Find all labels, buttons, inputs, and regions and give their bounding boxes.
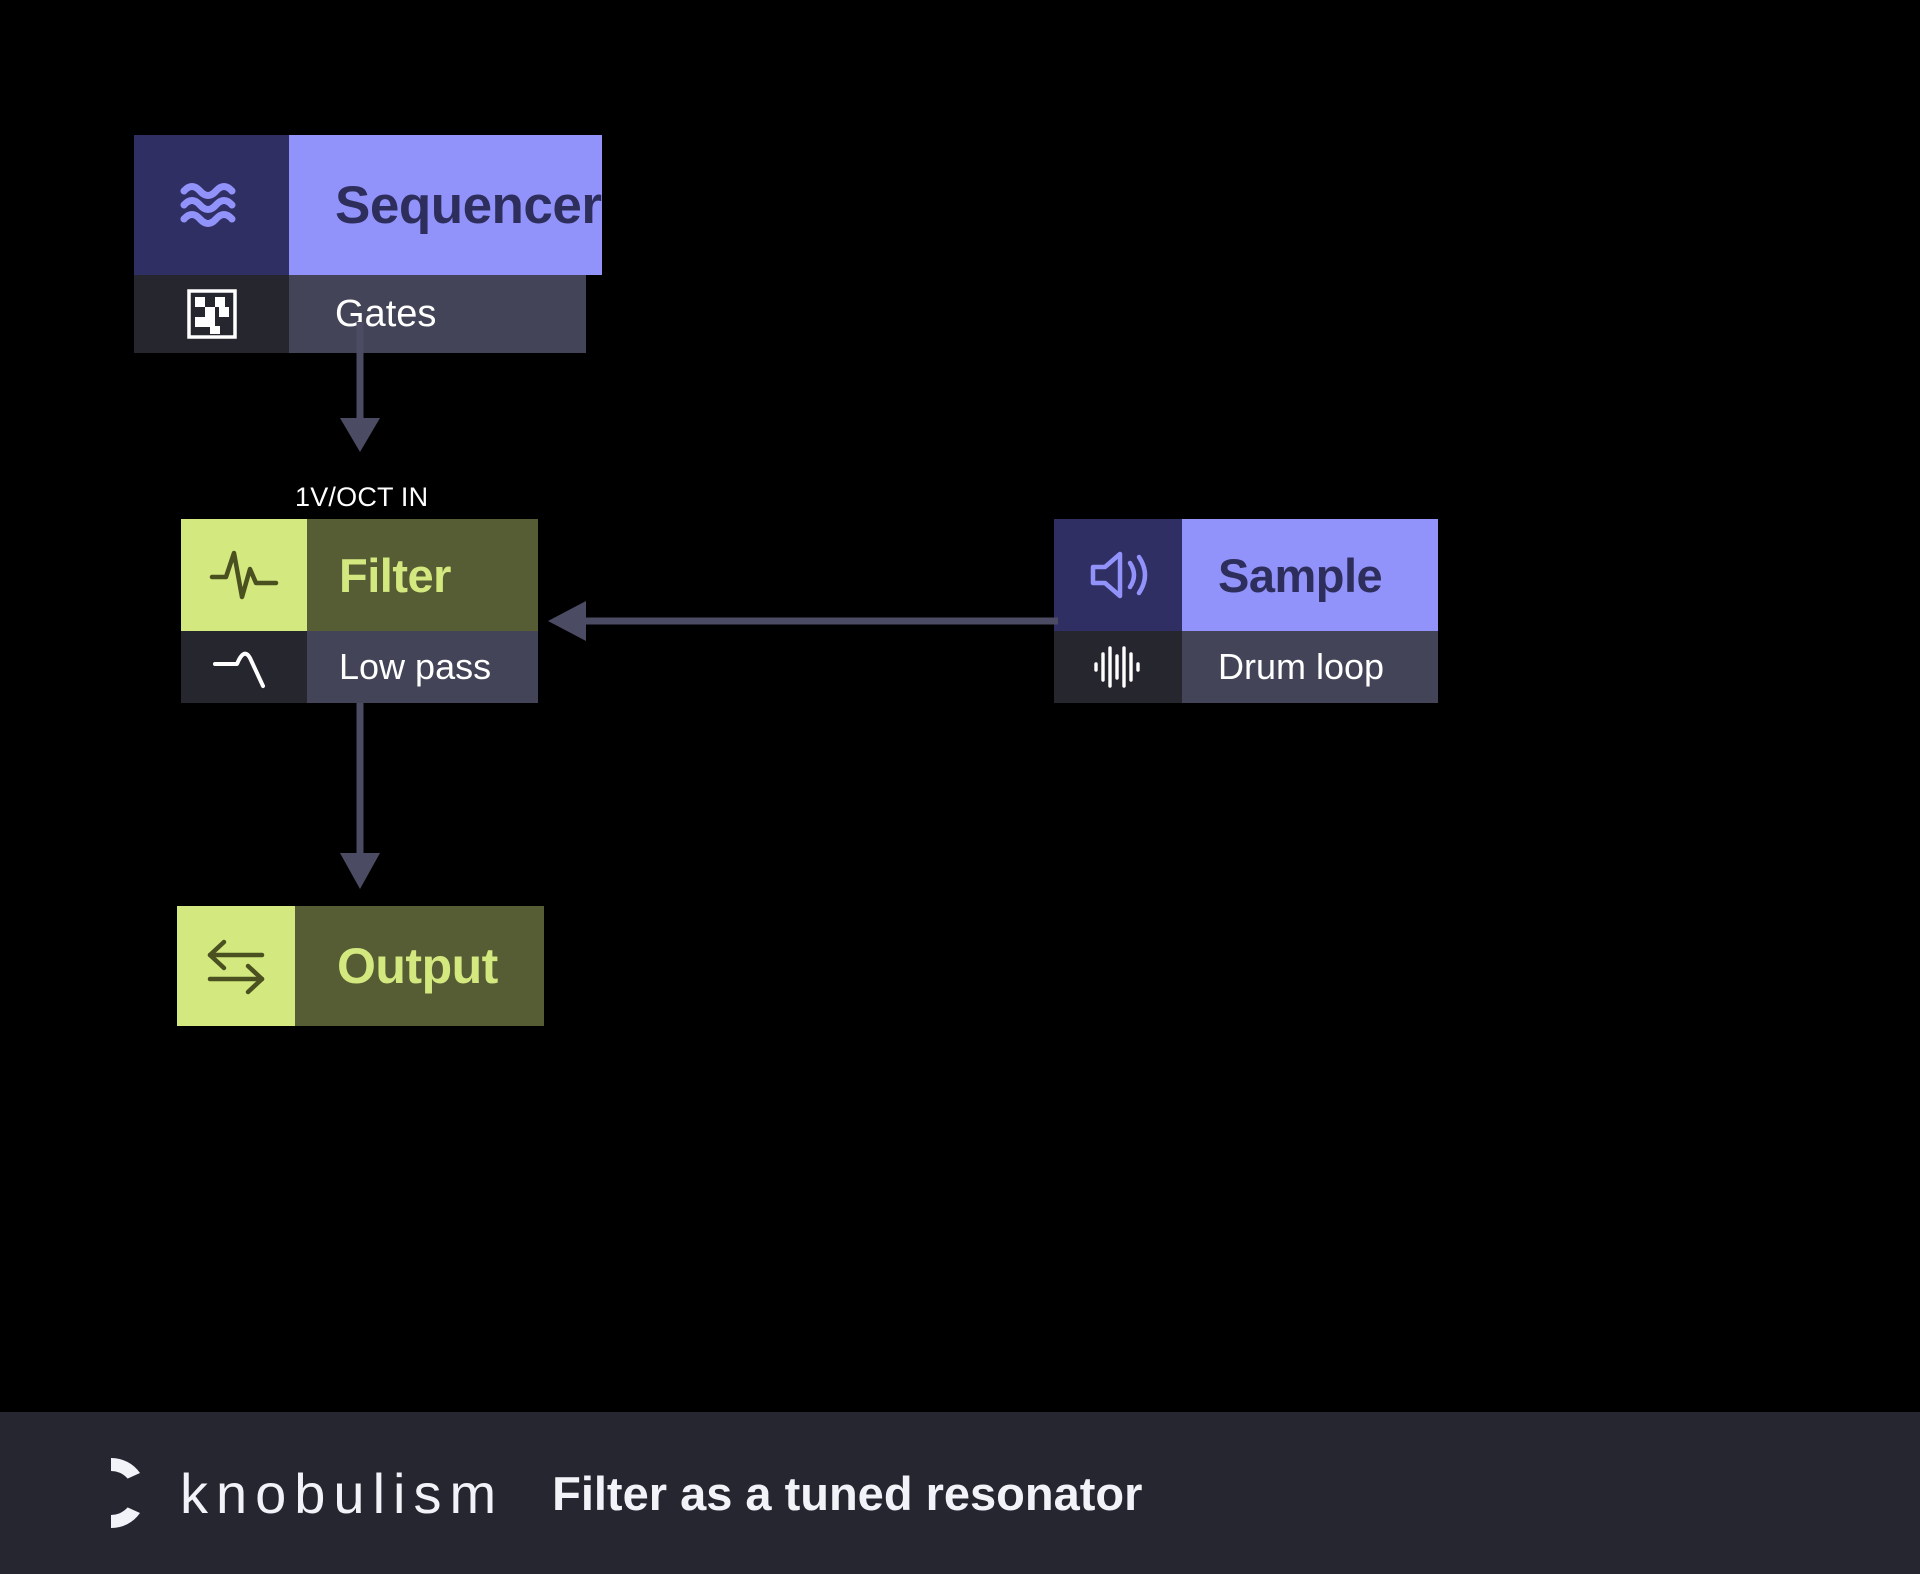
exchange-arrows-icon <box>177 906 295 1026</box>
node-sample-subtitle-row[interactable]: Drum loop <box>1054 631 1438 703</box>
node-sequencer-subtitle-row[interactable]: Gates <box>134 275 586 353</box>
node-sequencer-title: Sequencer <box>335 175 602 235</box>
connector-sequencer-to-filter <box>340 322 380 452</box>
knob-logo-icon <box>68 1450 154 1536</box>
node-sample-title: Sample <box>1218 548 1383 602</box>
node-sequencer-title-row[interactable]: Sequencer <box>134 135 602 275</box>
port-label-1voct-in: 1V/OCT IN <box>295 482 429 512</box>
connector-sample-to-filter <box>548 601 1058 641</box>
waves-icon <box>134 135 289 275</box>
node-filter-subtitle-cell: Low pass <box>307 631 538 703</box>
node-filter-title: Filter <box>339 548 451 602</box>
node-output-title-cell: Output <box>295 906 544 1026</box>
node-sample[interactable]: Sample Drum loop <box>1054 519 1438 703</box>
node-sequencer[interactable]: Sequencer Ga <box>134 135 602 353</box>
node-filter-title-cell: Filter <box>307 519 538 631</box>
lowpass-curve-icon <box>181 631 307 703</box>
node-sample-title-row[interactable]: Sample <box>1054 519 1438 631</box>
node-sample-subtitle-cell: Drum loop <box>1182 631 1438 703</box>
node-output[interactable]: Output <box>177 906 544 1026</box>
audio-bars-icon <box>1054 631 1182 703</box>
node-sequencer-title-cell: Sequencer <box>289 135 602 275</box>
footer-bar: knobulism Filter as a tuned resonator <box>0 1412 1920 1574</box>
speaker-icon <box>1054 519 1182 631</box>
node-sample-subtitle: Drum loop <box>1218 646 1385 687</box>
connector-filter-to-output <box>340 703 380 889</box>
node-output-title: Output <box>337 938 498 994</box>
grid-pattern-icon <box>134 275 289 353</box>
node-sample-title-cell: Sample <box>1182 519 1438 631</box>
node-sequencer-subtitle: Gates <box>335 292 437 335</box>
node-sequencer-subtitle-cell: Gates <box>289 275 586 353</box>
brand-name: knobulism <box>180 1461 505 1525</box>
footer-caption: Filter as a tuned resonator <box>552 1466 1143 1520</box>
node-filter-subtitle: Low pass <box>339 646 492 687</box>
pulse-waveform-icon <box>181 519 307 631</box>
node-output-title-row[interactable]: Output <box>177 906 544 1026</box>
node-filter-subtitle-row[interactable]: Low pass <box>181 631 538 703</box>
node-filter[interactable]: Filter Low pass <box>181 519 538 703</box>
node-filter-title-row[interactable]: Filter <box>181 519 538 631</box>
